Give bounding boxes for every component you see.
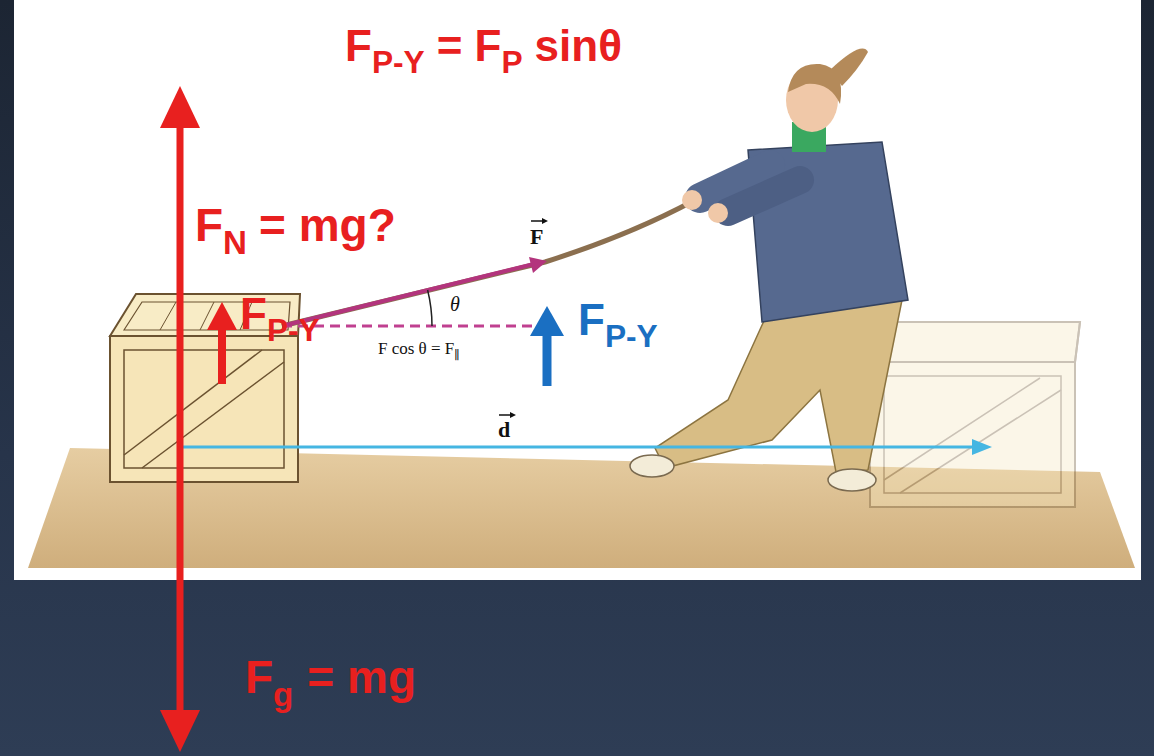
label-text: = F <box>437 21 502 70</box>
force-arrow <box>177 120 184 718</box>
angle-label: θ <box>450 294 460 314</box>
label-text: sinθ <box>535 21 622 70</box>
subscript: N <box>223 224 247 261</box>
force-label: Fg = mg <box>245 654 416 711</box>
angle-arc <box>428 290 432 326</box>
label-text: = mg <box>307 651 416 703</box>
subscript: P-Y <box>605 318 658 354</box>
force-arrow <box>543 330 552 386</box>
force-label: FN = mg? <box>195 202 396 259</box>
subscript: g <box>273 676 293 713</box>
arrowhead <box>972 439 992 455</box>
arrowhead <box>510 412 516 418</box>
label-text: θ <box>450 293 460 315</box>
faded-crate <box>870 322 1080 507</box>
arrowhead <box>160 710 200 752</box>
force-arrow <box>218 322 226 384</box>
label-text: = mg? <box>259 199 396 251</box>
arrowhead <box>530 306 564 336</box>
vector-label: F <box>530 226 543 248</box>
arrowhead <box>160 86 200 128</box>
label-text: F <box>195 199 223 251</box>
force-label: FP-Y <box>574 296 662 355</box>
woman-figure <box>630 49 908 491</box>
label-text: F cos θ = F <box>378 339 454 358</box>
label-text: F <box>530 224 543 249</box>
subscript: P-Y <box>267 312 320 348</box>
displacement-vector <box>180 446 975 449</box>
arrowhead <box>542 218 548 224</box>
arrowhead <box>207 302 237 330</box>
label-text: d <box>498 417 510 442</box>
subscript: P <box>501 44 522 80</box>
label-text: F <box>578 295 605 344</box>
label-text: F <box>345 21 372 70</box>
force-label: FP-Y <box>240 292 320 347</box>
component-label: F cos θ = F∥ <box>378 340 460 361</box>
arrowhead <box>529 257 547 273</box>
vector-label: d <box>498 419 510 441</box>
label-text: F <box>245 651 273 703</box>
horizontal-component <box>282 325 540 328</box>
force-vector <box>282 264 534 326</box>
subscript: P-Y <box>372 44 425 80</box>
subscript: ∥ <box>454 348 460 362</box>
label-text: F <box>240 289 267 338</box>
equation: FP-Y = FPsinθ <box>345 24 622 79</box>
